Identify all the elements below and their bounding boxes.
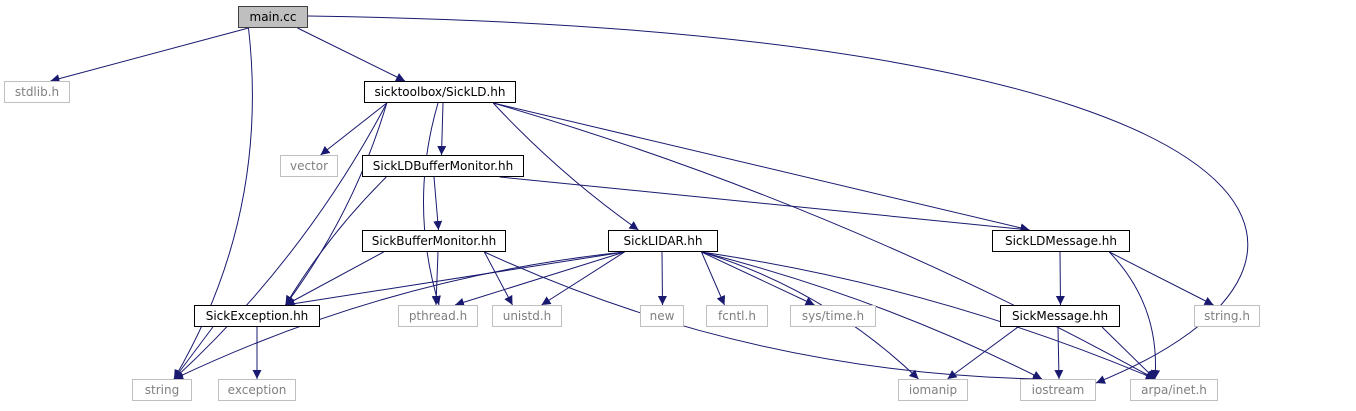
- edge-lidar-systime: [701, 251, 815, 306]
- node-sickld[interactable]: sicktoolbox/SickLD.hh: [364, 81, 516, 103]
- edge-lidar-fcntl: [701, 251, 726, 306]
- edge-sickld-arpa: [493, 102, 1156, 380]
- edge-ldmsg-sickmsg: [1055, 251, 1065, 306]
- edge-sickld-lidar: [492, 102, 639, 231]
- edge-ldmsg-arpa: [1108, 251, 1161, 380]
- edge-bufmon-exc: [285, 251, 384, 306]
- edge-lidar-pthread: [454, 251, 625, 307]
- edge-sickld-ldbuf: [437, 102, 447, 156]
- node-ldmsg[interactable]: SickLDMessage.hh: [992, 230, 1130, 252]
- edge-exc-string: [173, 326, 214, 380]
- node-stringh[interactable]: string.h: [1194, 305, 1260, 327]
- node-lidar[interactable]: SickLIDAR.hh: [608, 230, 718, 252]
- node-stdlib[interactable]: stdlib.h: [4, 81, 70, 103]
- edge-ldmsg-stringh: [1109, 251, 1214, 306]
- node-fcntl[interactable]: fcntl.h: [706, 305, 768, 327]
- edge-sickld-pthread: [423, 102, 441, 306]
- node-exc[interactable]: SickException.hh: [194, 305, 320, 327]
- edge-sickmsg-iomanip: [947, 326, 1019, 380]
- edge-lidar-iomanip: [701, 251, 919, 380]
- edge-main-iostream: [307, 15, 1249, 384]
- edge-lidar-unistd: [541, 251, 625, 306]
- node-string[interactable]: string: [132, 379, 192, 401]
- edge-sickmsg-arpa: [1101, 326, 1156, 380]
- node-bufmon[interactable]: SickBufferMonitor.hh: [362, 230, 506, 252]
- edge-ldbuf-exc: [285, 176, 387, 306]
- node-new[interactable]: new: [640, 305, 684, 327]
- edge-sickmsg-iostream: [1054, 326, 1064, 380]
- node-exception[interactable]: exception: [218, 379, 296, 401]
- edge-lidar-string: [173, 251, 625, 380]
- node-systime[interactable]: sys/time.h: [790, 305, 876, 327]
- edge-sickld-string: [173, 102, 388, 380]
- edge-lidar-arpa: [701, 251, 1156, 380]
- node-sickmsg[interactable]: SickMessage.hh: [1000, 305, 1120, 327]
- node-unistd[interactable]: unistd.h: [492, 305, 562, 327]
- node-iomanip[interactable]: iomanip: [898, 379, 968, 401]
- edge-sickld-ldmsg: [493, 102, 1030, 233]
- edge-bufmon-unistd: [483, 251, 513, 306]
- node-iostream[interactable]: iostream: [1020, 379, 1096, 401]
- edge-sickld-exc: [285, 102, 388, 306]
- edge-main-sickld: [297, 27, 406, 82]
- edge-ldbuf-ldmsg: [499, 176, 1030, 234]
- edge-ldbuf-bufmon: [433, 176, 443, 231]
- edge-bufmon-iostream: [484, 251, 1043, 384]
- edge-main-string: [173, 27, 253, 380]
- node-arpa[interactable]: arpa/inet.h: [1130, 379, 1218, 401]
- node-main[interactable]: main.cc: [238, 6, 308, 28]
- edge-lidar-new: [657, 251, 667, 306]
- node-pthread[interactable]: pthread.h: [398, 305, 478, 327]
- node-ldbuf[interactable]: SickLDBufferMonitor.hh: [362, 155, 524, 177]
- edge-main-stdlib: [50, 27, 249, 84]
- edge-lidar-exc: [285, 251, 625, 309]
- edge-sickld-vector: [320, 102, 388, 156]
- edge-bufmon-pthread: [431, 251, 441, 306]
- node-vector[interactable]: vector: [280, 155, 338, 177]
